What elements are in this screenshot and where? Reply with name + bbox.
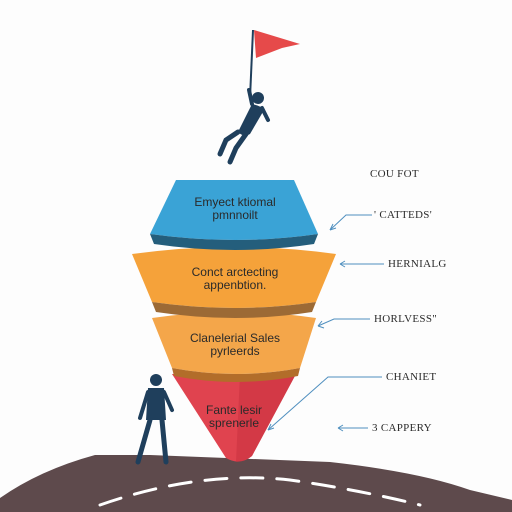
funnel-tier-2-rim: [152, 302, 316, 318]
funnel-tier-1-shape: [150, 180, 318, 240]
funnel-tier-3-line1: Clanelerial Sales: [189, 331, 281, 345]
funnel-tier-2-label: Conct arctecting appenbtion.: [160, 266, 310, 292]
side-label-5: CHANIET: [386, 371, 437, 383]
funnel-tier-2-line2: appenbtion.: [203, 278, 267, 292]
funnel-tier-1-line2: pmnnoilt: [212, 208, 258, 222]
callout-arrows: [267, 214, 384, 432]
funnel-tier-4-shade: [236, 374, 296, 462]
side-label-3: HERNIALG: [388, 258, 447, 270]
side-label-6: 3 CAPPERY: [372, 422, 432, 434]
funnel-tier-3-label: Clanelerial Sales pyrleerds: [170, 332, 300, 358]
ground-hill: [0, 455, 512, 512]
funnel-tier-3-rim: [172, 368, 300, 382]
funnel-tier-1-line1: Emyect ktiomal: [194, 195, 276, 209]
arrow-3: [317, 318, 370, 327]
funnel-tier-4-line2: sprenerle: [208, 416, 260, 430]
road-dashes: [98, 476, 422, 507]
funnel-tier-3-shape: [152, 312, 316, 374]
arrow-1: [329, 214, 372, 231]
funnel-tier-4-label: Fante lesir sprenerle: [186, 404, 282, 430]
arrow-4: [267, 376, 382, 431]
side-label-1: COU FOT: [370, 168, 419, 180]
side-label-4: HORLVESS": [374, 313, 438, 325]
side-label-2: ' CATTEDS': [374, 209, 432, 221]
funnel-tier-3-line2: pyrleerds: [210, 344, 260, 358]
funnel-tier-2-line1: Conct arctecting: [191, 265, 279, 279]
funnel-tier-4-line1: Fante lesir: [205, 403, 263, 417]
flag-icon: [254, 30, 300, 58]
standing-figure: [135, 374, 174, 465]
funnel-tier-1-rim: [150, 234, 318, 250]
funnel-tier-2-shape: [132, 247, 336, 308]
funnel-tier-1-label: Emyect ktiomal pmnnoilt: [176, 196, 294, 222]
climber-figure: [217, 29, 300, 165]
